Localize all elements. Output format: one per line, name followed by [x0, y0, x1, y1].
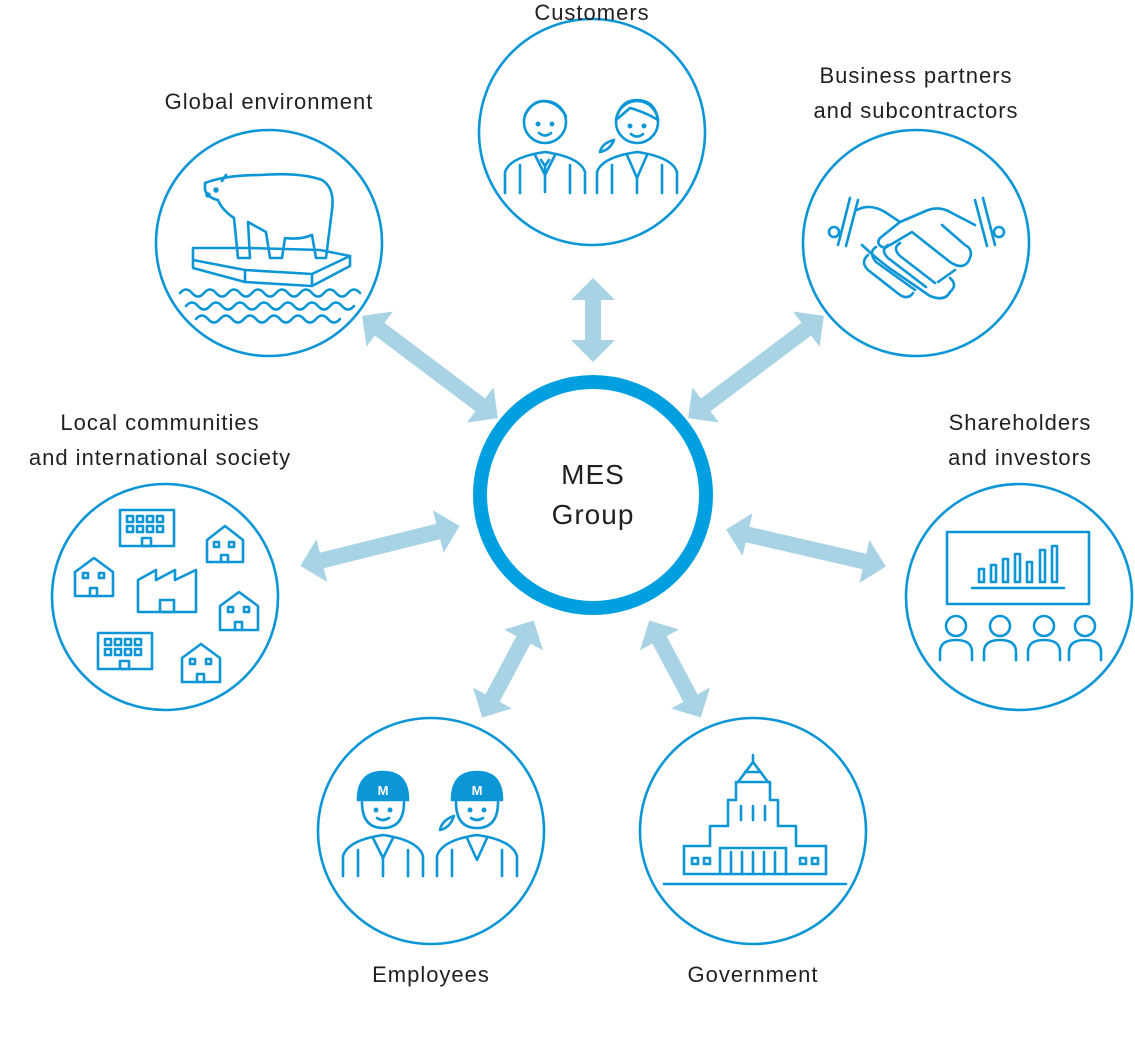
presentation-audience-icon	[938, 530, 1103, 662]
label-customers: Customers	[492, 0, 692, 30]
helmet-letter-right: M	[472, 783, 483, 798]
label-business-partners-line2: and subcontractors	[813, 98, 1019, 123]
arrow-business-partners	[688, 311, 824, 423]
center-label-line1: MES	[561, 459, 625, 490]
parliament-building-icon	[662, 753, 848, 886]
arrow-local-communities	[300, 510, 460, 582]
label-global-environment: Global environment	[124, 84, 414, 119]
center-ring	[473, 375, 713, 615]
label-shareholders-line1: Shareholders	[948, 410, 1092, 435]
workers-with-helmets-icon	[341, 770, 519, 878]
circle-global-environment	[154, 128, 384, 358]
circle-employees	[316, 716, 546, 946]
helmet-letter-left: M	[378, 783, 389, 798]
label-business-partners-line1: Business partners	[819, 63, 1013, 88]
circle-government	[638, 716, 868, 946]
two-business-people-icon	[503, 98, 679, 195]
label-employees: Employees	[331, 957, 531, 992]
circle-customers	[477, 17, 707, 247]
handshake-icon	[827, 196, 1006, 300]
arrow-global-environment	[362, 311, 498, 423]
label-local-communities: Local communities and international soci…	[0, 405, 320, 475]
label-government: Government	[653, 957, 853, 992]
center-label: MES Group	[493, 455, 693, 535]
label-local-communities-line2: and international society	[28, 445, 292, 470]
label-employees-line1: Employees	[372, 962, 490, 987]
label-government-line1: Government	[687, 962, 819, 987]
label-shareholders: Shareholders and investors	[920, 405, 1120, 475]
label-customers-line1: Customers	[534, 0, 650, 25]
label-local-communities-line1: Local communities	[60, 410, 260, 435]
circle-local-communities	[50, 482, 280, 712]
polar-bear-on-ice-icon	[178, 172, 362, 324]
circle-business-partners	[801, 128, 1031, 358]
label-shareholders-line2: and investors	[948, 445, 1092, 470]
arrow-employees	[473, 620, 543, 718]
arrow-government	[640, 620, 710, 718]
center-label-line2: Group	[551, 499, 635, 530]
arrow-shareholders	[726, 513, 886, 583]
arrows	[300, 278, 886, 718]
town-buildings-icon	[73, 508, 260, 684]
label-global-environment-line1: Global environment	[164, 89, 374, 114]
circle-shareholders	[904, 482, 1134, 712]
arrow-customers	[571, 278, 615, 362]
label-business-partners: Business partners and subcontractors	[771, 58, 1061, 128]
